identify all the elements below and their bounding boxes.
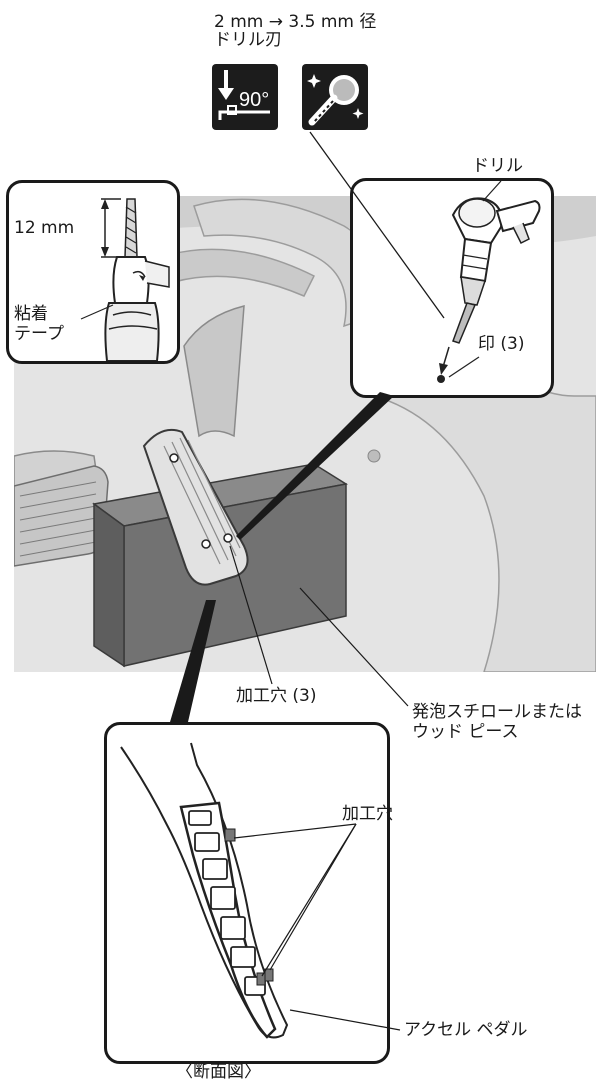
mark-label: 印 (3) bbox=[478, 334, 525, 354]
section-hole-label: 加工穴 bbox=[342, 804, 393, 824]
tape-depth-inset bbox=[6, 180, 180, 364]
section-view-inset bbox=[104, 722, 390, 1064]
accelerator-pedal-label: アクセル ペダル bbox=[404, 1020, 528, 1040]
angle-icon-text: 90° bbox=[239, 89, 269, 111]
drill-bit-clean-icon bbox=[302, 64, 368, 130]
tape-label-line2: テープ bbox=[14, 324, 64, 344]
foam-label-line2: ウッド ピース bbox=[412, 722, 519, 742]
drill-label: ドリル bbox=[472, 156, 523, 176]
vehicle-footwell-scene bbox=[14, 196, 596, 672]
machined-holes-label: 加工穴 (3) bbox=[236, 686, 317, 706]
drill-inset bbox=[350, 178, 554, 398]
foam-label-line1: 発泡スチロールまたは bbox=[412, 702, 582, 722]
drill-bit-label: ドリル刃 bbox=[214, 30, 282, 50]
section-view-caption: 〈断面図〉 bbox=[176, 1062, 261, 1082]
depth-label: 12 mm bbox=[14, 218, 75, 238]
tape-label-line1: 粘着 bbox=[14, 304, 48, 324]
perpendicular-90-icon: 90° bbox=[212, 64, 278, 130]
drill-bit-size-label: 2 mm → 3.5 mm 径 bbox=[214, 12, 377, 32]
